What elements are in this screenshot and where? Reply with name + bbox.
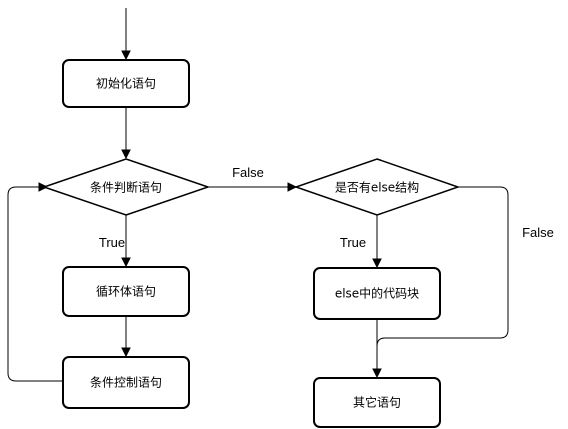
- label-condition-false: False: [232, 165, 264, 180]
- arrowhead-into-other: [372, 368, 382, 379]
- has-else-node: [293, 158, 461, 216]
- arrowhead-entry: [121, 50, 131, 61]
- init-node-label: 初始化语句: [96, 77, 156, 91]
- other-node: [313, 377, 441, 428]
- edge-has-else-to-other: [376, 186, 509, 370]
- arrowhead-condition-to-has-else: [287, 182, 298, 192]
- control-node: [62, 356, 190, 409]
- label-else-true: True: [340, 235, 366, 250]
- init-node: [62, 59, 190, 108]
- label-condition-true: True: [99, 235, 125, 250]
- arrowhead-init-to-condition: [121, 149, 131, 160]
- arrowhead-condition-to-body: [121, 257, 131, 268]
- else-block-node: [313, 267, 441, 320]
- other-node-label: 其它语句: [353, 395, 401, 410]
- condition-node-label: 条件判断语句: [90, 180, 162, 195]
- else-block-node-label: else中的代码块: [335, 286, 419, 301]
- loop-body-node: [62, 266, 190, 317]
- has-else-node-label: 是否有else结构: [335, 180, 419, 195]
- arrowhead-has-else-to-else-block: [372, 258, 382, 269]
- arrowhead-body-to-control: [121, 347, 131, 358]
- control-node-label: 条件控制语句: [90, 376, 162, 390]
- edge-control-loop-back: [7, 186, 63, 382]
- label-else-false: False: [522, 225, 554, 240]
- condition-node: [41, 158, 211, 216]
- loop-body-node-label: 循环体语句: [96, 285, 156, 299]
